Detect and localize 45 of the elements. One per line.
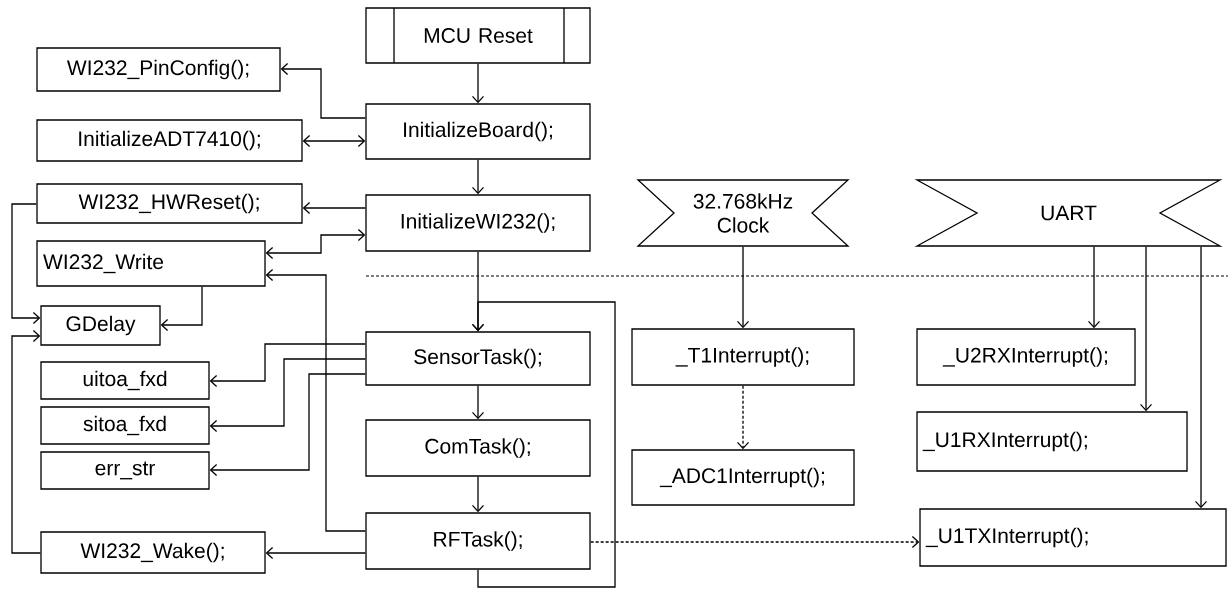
arrow <box>280 62 366 119</box>
function-box: GDelay <box>40 305 161 346</box>
function-box: err_str <box>40 451 210 490</box>
arrow <box>1087 246 1101 329</box>
arrow <box>1139 246 1153 412</box>
event-banner: UART <box>914 179 1223 247</box>
function-box: SensorTask(); <box>365 331 591 386</box>
function-box: _U1RXInterrupt(); <box>916 411 1188 472</box>
arrow <box>471 63 485 104</box>
arrow <box>11 203 41 325</box>
arrow <box>265 546 366 560</box>
arrow <box>302 201 366 215</box>
arrow <box>160 286 203 332</box>
arrow <box>590 535 920 549</box>
function-box: RFTask(); <box>365 512 591 570</box>
arrow <box>471 385 485 420</box>
function-box: WI232_HWReset(); <box>36 183 303 224</box>
function-box: InitializeADT7410(); <box>36 119 303 162</box>
arrow <box>209 373 366 477</box>
arrow <box>471 476 485 513</box>
function-box: sitoa_fxd <box>40 406 210 445</box>
function-box: InitializeWI232(); <box>365 194 591 252</box>
function-box: _ADC1Interrupt(); <box>631 449 855 506</box>
function-box: ComTask(); <box>365 419 591 477</box>
arrow <box>736 246 750 329</box>
function-box: InitializeBoard(); <box>365 103 591 160</box>
event-banner: 32.768kHz Clock <box>636 179 850 247</box>
function-box: WI232_Wake(); <box>40 531 266 574</box>
arrow <box>471 301 616 588</box>
function-box: _U2RXInterrupt(); <box>916 328 1136 386</box>
arrow <box>1194 246 1208 509</box>
function-box: uitoa_fxd <box>40 361 210 400</box>
arrow <box>471 159 485 195</box>
predefined-process-box: MCU Reset <box>365 7 591 64</box>
arrow <box>209 343 366 388</box>
arrow <box>302 134 366 148</box>
arrow <box>265 228 366 260</box>
function-box: _U1TXInterrupt(); <box>919 508 1227 567</box>
function-box: _T1Interrupt(); <box>631 328 855 386</box>
function-box: WI232_PinConfig(); <box>36 47 281 92</box>
arrow <box>11 329 41 554</box>
arrow <box>736 385 750 450</box>
arrow <box>265 268 366 532</box>
arrow <box>209 358 366 433</box>
function-box: WI232_Write <box>36 240 266 287</box>
